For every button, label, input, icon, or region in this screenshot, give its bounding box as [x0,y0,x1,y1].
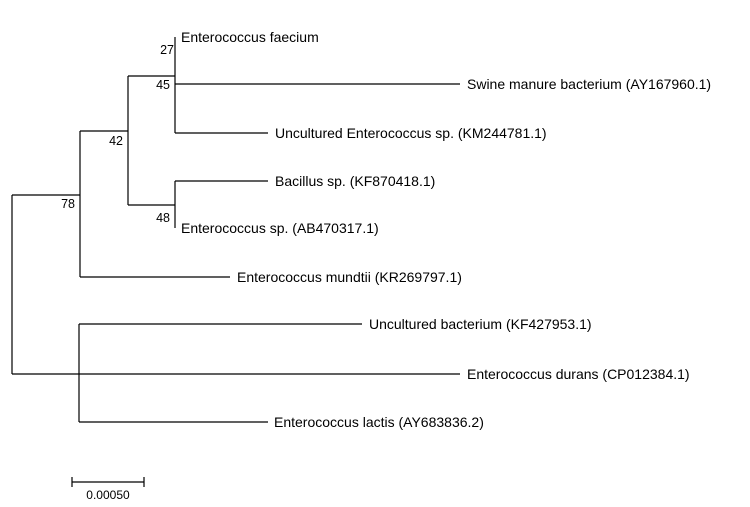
leaf-label: Swine manure bacterium (AY167960.1) [467,76,711,92]
leaf-label: Uncultured Enterococcus sp. (KM244781.1) [275,125,547,141]
bootstrap-45: 45 [156,78,170,92]
leaf-label: Enterococcus lactis (AY683836.2) [274,414,484,430]
leaf-label: Enterococcus sp. (AB470317.1) [181,220,379,236]
leaf-label: Enterococcus durans (CP012384.1) [467,366,690,382]
bootstrap-78: 78 [61,197,75,211]
leaf-label: Enterococcus faecium [181,29,319,45]
tree-branches [11,37,460,423]
leaf-label: Enterococcus mundtii (KR269797.1) [237,269,462,285]
leaf-labels: Enterococcus faecium Swine manure bacter… [181,29,711,430]
bootstrap-42: 42 [109,134,123,148]
bootstrap-values: 27 45 42 48 78 [61,43,174,225]
scale-bar: 0.00050 [71,477,145,502]
bootstrap-48: 48 [156,211,170,225]
scale-bar-label: 0.00050 [86,488,130,502]
leaf-label: Uncultured bacterium (KF427953.1) [369,316,592,332]
leaf-label: Bacillus sp. (KF870418.1) [275,173,435,189]
bootstrap-27: 27 [160,43,174,57]
